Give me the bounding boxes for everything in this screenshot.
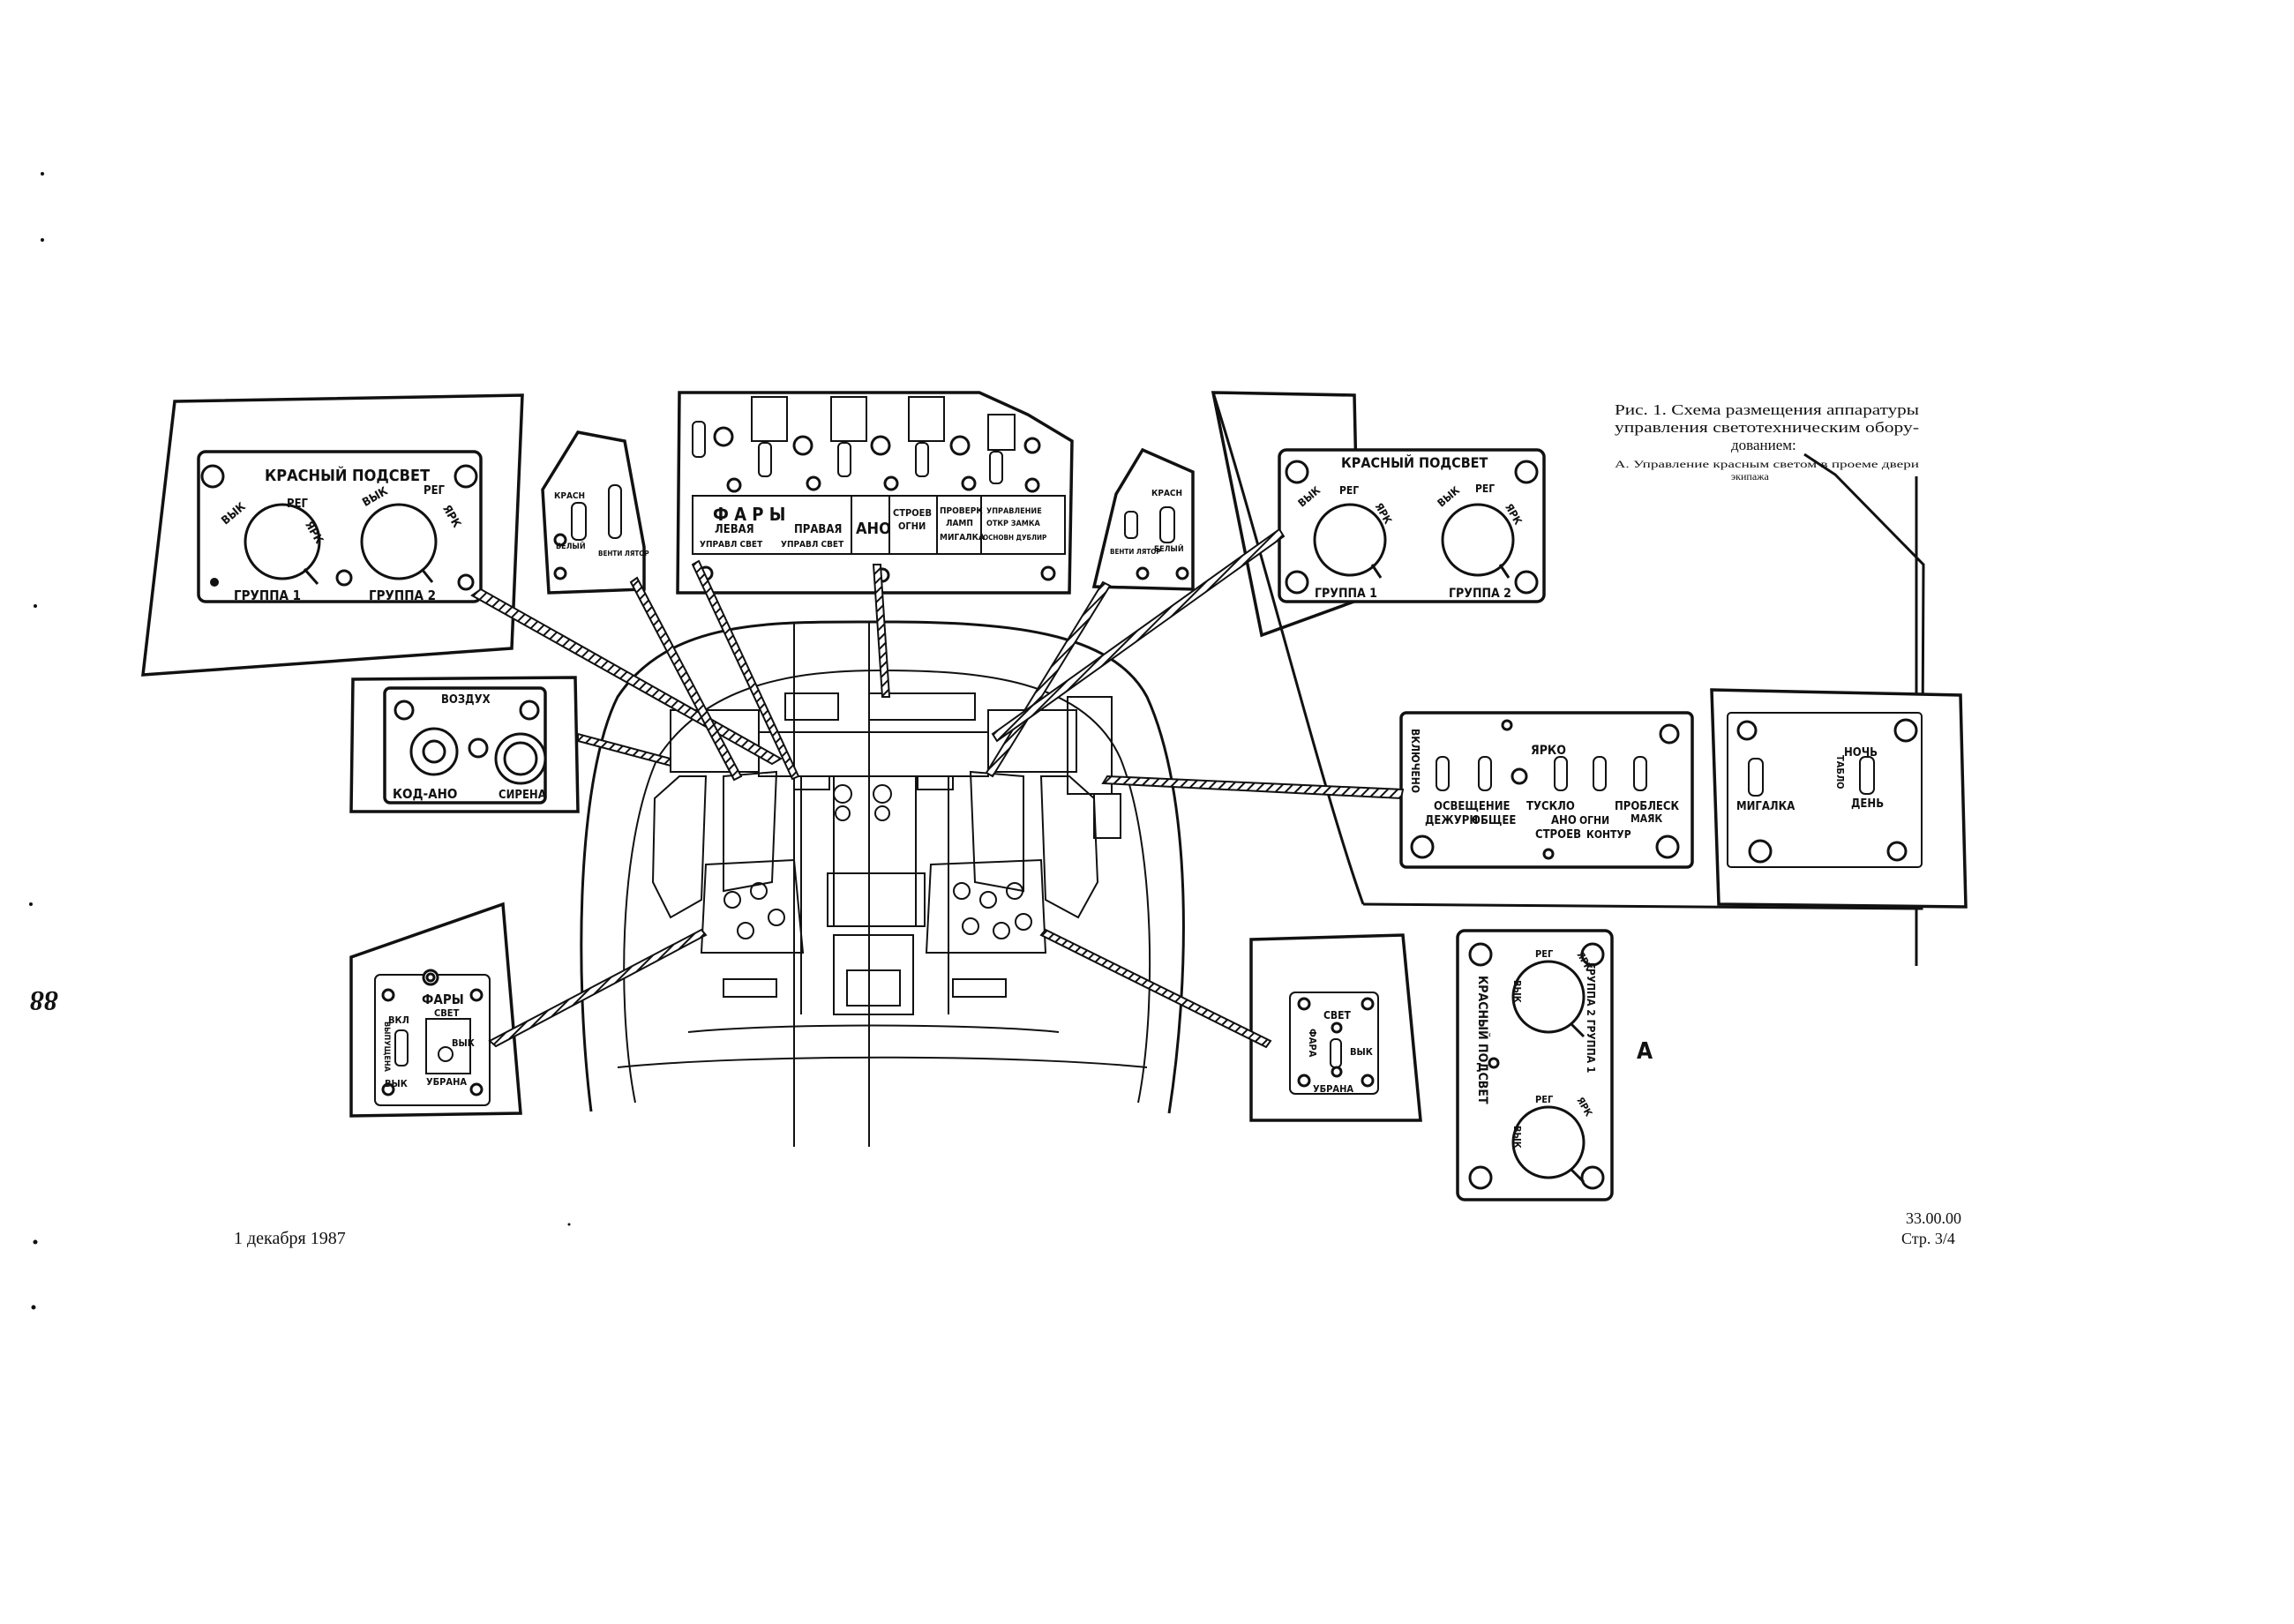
lighting-flash: ПРОБЛЕСК xyxy=(1615,800,1679,813)
headlight-panel-right: СВЕТ ФАРА ВЫК УБРАНА xyxy=(1249,933,1422,1122)
air-siren: СИРЕНА xyxy=(499,789,546,802)
overhead-check2: ЛАМП xyxy=(946,519,973,528)
red-left-reg1: РЕГ xyxy=(287,498,309,511)
overhead-panel: Ф А Р Ы ЛЕВАЯ УПРАВЛ СВЕТ ПРАВАЯ УПРАВЛ … xyxy=(676,391,1074,595)
lighting-lighting1: ОСВЕЩЕНИЕ xyxy=(1434,800,1511,813)
overhead-ctrl3: ОСНОВН ДУБЛИР xyxy=(983,534,1046,542)
small-right-top: КРАСН xyxy=(1151,489,1182,498)
lighting-duty: ДЕЖУРН xyxy=(1425,814,1478,827)
hl-left-off2: ВЫК xyxy=(385,1078,408,1089)
hl-right-light: СВЕТ xyxy=(1323,1009,1352,1022)
lighting-control-panel: ЯРКО ВКЛЮЧЕНО ОСВЕЩЕНИЕ ДЕЖУРН ОБЩЕЕ ТУС… xyxy=(1399,711,1694,869)
overhead-headlights: Ф А Р Ы xyxy=(713,504,785,525)
overhead-stroev1: СТРОЕВ xyxy=(893,507,932,519)
lighting-ano: АНО xyxy=(1551,814,1577,827)
door-reg2: РЕГ xyxy=(1535,1094,1554,1105)
blinker-label: МИГАЛКА xyxy=(1736,800,1795,813)
red-light-panel-right: КРАСНЫЙ ПОДСВЕТ ВЫК РЕГ ЯРК ВЫК РЕГ ЯРК … xyxy=(1211,391,1546,905)
caption-sub1: А. Управление красным светом в проеме дв… xyxy=(1615,458,1920,470)
door-reg1: РЕГ xyxy=(1535,948,1554,960)
caption-line1: Рис. 1. Схема размещения аппаратуры xyxy=(1615,401,1920,418)
air-panel: ВОЗДУХ КОД-АНО СИРЕНА xyxy=(349,676,580,813)
lighting-lights: ОГНИ xyxy=(1579,814,1609,827)
lighting-general: ОБЩЕЕ xyxy=(1472,814,1516,827)
hl-left-off: ВЫК xyxy=(452,1037,475,1049)
red-light-panel-left: КРАСНЫЙ ПОДСВЕТ ВЫК РЕГ ЯРК ВЫК РЕГ ЯРК … xyxy=(141,393,524,677)
lighting-contour: КОНТУР xyxy=(1586,828,1631,841)
footer-code: 33.00.00 xyxy=(1906,1209,1961,1227)
right-frame-outline xyxy=(1362,453,1925,910)
hl-left-light: СВЕТ xyxy=(434,1007,460,1019)
overhead-toggles xyxy=(692,396,1041,493)
red-left-group1: ГРУППА 1 xyxy=(234,587,301,603)
hl-left-release: ВЫПУЩЕНА xyxy=(382,1022,391,1073)
hl-left-title: ФАРЫ xyxy=(422,992,464,1007)
overhead-right-sub: УПРАВЛ СВЕТ xyxy=(781,540,844,550)
red-right-group1: ГРУППА 1 xyxy=(1315,587,1377,601)
footer-date: 1 декабря 1987 xyxy=(234,1229,346,1248)
door-red-light-panel: КРАСНЫЙ ПОДСВЕТ ГРУППА 2 ГРУППА 1 РЕГ ВЫ… xyxy=(1456,929,1614,1201)
hl-left-retract: УБРАНА xyxy=(426,1076,467,1088)
small-right-fan: ВЕНТИ ЛЯТОР xyxy=(1110,548,1161,556)
small-left-bottom: БЕЛЫЙ xyxy=(556,541,586,551)
overhead-ctrl2: ОТКР ЗАМКА xyxy=(986,520,1040,528)
caption-line2: управления светотехническим обору- xyxy=(1615,419,1919,436)
door-title-right: ГРУППА 2 ГРУППА 1 xyxy=(1585,962,1597,1073)
lighting-stroev: СТРОЕВ xyxy=(1535,828,1581,842)
overhead-ctrl1: УПРАВЛЕНИЕ xyxy=(986,507,1042,516)
overhead-left: ЛЕВАЯ xyxy=(715,523,754,536)
small-left-fan: ВЕНТИ ЛЯТОР xyxy=(598,550,649,558)
hl-right-off: ВЫК xyxy=(1350,1046,1373,1058)
footer-page: Стр. 3/4 xyxy=(1901,1230,1955,1247)
hl-right-title: ФАРА xyxy=(1307,1029,1318,1058)
door-off2: ВЫК xyxy=(1511,1126,1523,1149)
hl-left-on: ВКЛ xyxy=(388,1014,409,1026)
figure-caption: Рис. 1. Схема размещения аппаратуры упра… xyxy=(1615,401,1920,483)
red-right-title: КРАСНЫЙ ПОДСВЕТ xyxy=(1341,454,1488,471)
lighting-toggles xyxy=(1436,756,1647,791)
door-off1: ВЫК xyxy=(1511,980,1523,1003)
blinker-table: ТАБЛО xyxy=(1834,755,1846,790)
lighting-on: ВКЛЮЧЕНО xyxy=(1409,729,1421,793)
overhead-check3: МИГАЛКА xyxy=(940,533,985,543)
blinker-panel: МИГАЛКА НОЧЬ ТАБЛО ДЕНЬ xyxy=(1710,688,1968,909)
air-kod: КОД-АНО xyxy=(393,786,457,802)
lighting-bright: ЯРКО xyxy=(1531,744,1566,758)
overhead-left-sub: УПРАВЛ СВЕТ xyxy=(700,540,763,550)
hl-right-retract: УБРАНА xyxy=(1313,1083,1353,1095)
red-right-reg2: РЕГ xyxy=(1475,483,1495,495)
view-letter: А xyxy=(1637,1038,1653,1065)
overhead-stroev2: ОГНИ xyxy=(898,520,926,532)
caption-sub2: экипажа xyxy=(1731,470,1769,483)
red-left-reg2: РЕГ xyxy=(424,484,446,498)
red-right-group2: ГРУППА 2 xyxy=(1449,587,1511,601)
small-left-top: КРАСН xyxy=(554,491,585,501)
blinker-day: ДЕНЬ xyxy=(1851,797,1884,811)
overhead-ano: АНО xyxy=(856,520,891,538)
red-right-reg1: РЕГ xyxy=(1339,484,1359,497)
air-title: ВОЗДУХ xyxy=(441,693,491,707)
small-panel-right: КРАСН БЕЛЫЙ ВЕНТИ ЛЯТОР xyxy=(1091,447,1195,591)
small-panel-left: КРАСН БЕЛЫЙ ВЕНТИ ЛЯТОР xyxy=(541,430,649,595)
leader-lines xyxy=(470,528,1405,1049)
small-right-bottom: БЕЛЫЙ xyxy=(1154,543,1184,554)
red-left-group2: ГРУППА 2 xyxy=(369,587,436,603)
caption-line3: дованием: xyxy=(1731,437,1796,453)
door-title-left: КРАСНЫЙ ПОДСВЕТ xyxy=(1475,976,1490,1104)
headlight-panel-left: ФАРЫ СВЕТ ВКЛ ВЫК ВЫК УБРАНА ВЫПУЩЕНА xyxy=(349,902,522,1118)
lighting-beacon: МАЯК xyxy=(1631,812,1662,825)
overhead-check1: ПРОВЕРК xyxy=(940,506,983,516)
margin-number: 88 xyxy=(30,985,58,1017)
blinker-night: НОЧЬ xyxy=(1844,746,1878,760)
margin-marks xyxy=(29,172,571,1310)
red-left-title: КРАСНЫЙ ПОДСВЕТ xyxy=(265,466,430,485)
lighting-dim: ТУСКЛО xyxy=(1526,800,1575,813)
overhead-right: ПРАВАЯ xyxy=(794,523,842,536)
